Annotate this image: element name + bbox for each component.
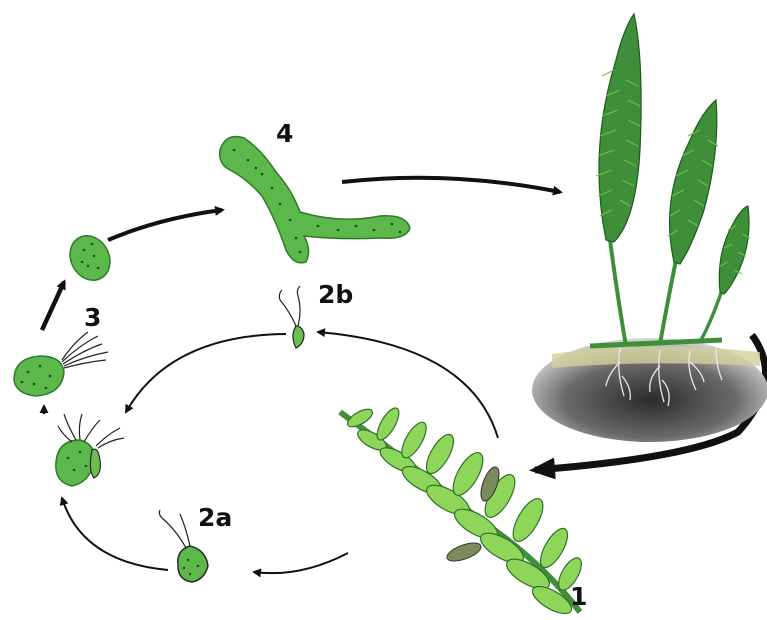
label-stage-1: 1 <box>570 582 587 611</box>
arrow-leaf-to-2b <box>318 332 498 438</box>
strobilus-tall <box>599 14 641 242</box>
arrow-3-to-spore <box>42 282 64 330</box>
cell-3-flagellated <box>14 332 108 396</box>
label-stage-3: 3 <box>84 303 101 332</box>
frond-leaf-1 <box>340 405 586 619</box>
protonema-4 <box>220 137 410 263</box>
strobilus-short <box>719 206 749 294</box>
sporangium-lower <box>445 539 484 564</box>
arrow-protonema-to-plant <box>342 178 560 192</box>
label-stage-2a: 2a <box>198 503 232 532</box>
gamete-2b <box>279 286 304 348</box>
label-stage-2b: 2b <box>318 280 353 309</box>
strobilus-middle <box>670 100 717 264</box>
arrow-spore-to-protonema <box>108 210 222 240</box>
stage-labels: 4 3 2b 2a 1 <box>84 119 587 611</box>
gamete-fusion <box>56 414 124 486</box>
arrow-2b-to-fusion <box>126 334 286 412</box>
clubmoss-plant <box>532 14 767 442</box>
arrow-2a-to-fusion <box>62 498 168 570</box>
label-stage-4: 4 <box>276 119 293 148</box>
arrow-leaf-to-2a <box>254 553 348 573</box>
